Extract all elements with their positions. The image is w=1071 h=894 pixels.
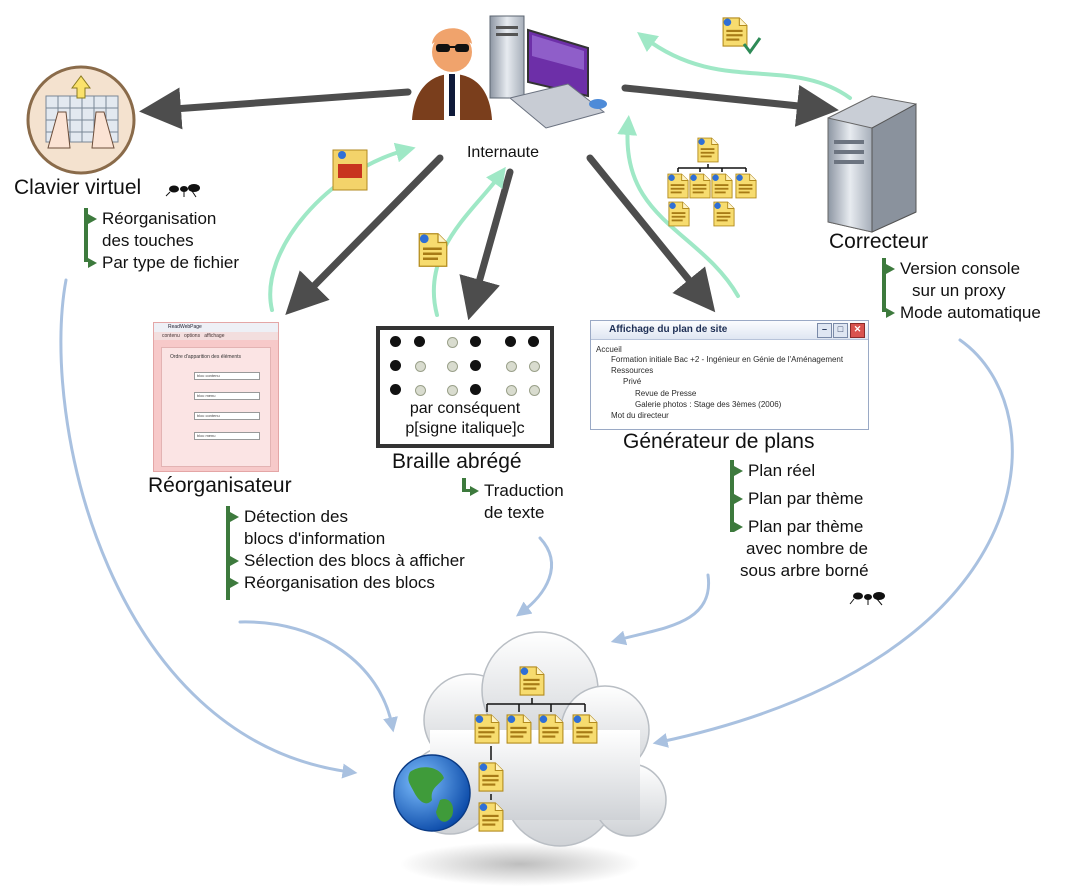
reorganisateur-feature-1: Détection des: [244, 507, 348, 526]
internaute-label: Internaute: [467, 144, 539, 161]
correcteur-feature-1: Version console: [900, 259, 1021, 278]
correcteur-feature-2: sur un proxy: [912, 281, 1006, 300]
clavier-feature-3: Par type de fichier: [102, 253, 240, 272]
server-tower-icon: [827, 95, 917, 233]
cloud-site-tree: [474, 666, 598, 832]
virtual-keyboard-icon: [26, 65, 136, 175]
blue-from-reorganisateur: [238, 620, 398, 733]
arrow-to-reorganisateur: [285, 154, 444, 315]
braille-feature-1: Traduction: [484, 481, 564, 500]
tree-item[interactable]: Mot du directeur: [611, 411, 669, 420]
reorganisateur-tabs: contenu options affichage: [154, 332, 278, 340]
user-sunglasses-icon: [412, 28, 492, 120]
clavier-features: Réorganisation des touches Par type de f…: [84, 208, 239, 274]
generateur-feature-2: Plan par thème: [748, 489, 864, 508]
clavier-label: Clavier virtuel: [14, 176, 142, 199]
arrow-to-clavier: [139, 87, 412, 130]
tree-item[interactable]: Privé: [623, 377, 642, 386]
block-select-2[interactable]: bloc menu: [194, 392, 260, 400]
clavier-feature-2: des touches: [102, 231, 194, 250]
site-tree-docs: [667, 137, 757, 227]
braille-card: par conséquent p[signe italique]c: [376, 326, 554, 448]
ant-icon: [849, 592, 885, 606]
blue-arrows: [59, 278, 1014, 779]
generateur-window: Affichage du plan de site – □ ✕ Accueil …: [590, 320, 869, 430]
arrow-to-correcteur: [621, 84, 839, 127]
reorganisateur-label: Réorganisateur: [148, 474, 292, 497]
tree-item[interactable]: Revue de Presse: [635, 389, 697, 398]
reorganisateur-feature-2: blocs d'information: [244, 529, 386, 548]
tree-item[interactable]: Ressources: [611, 366, 654, 375]
globe-icon: [393, 754, 471, 832]
generateur-feature-4: avec nombre de: [746, 539, 868, 558]
correcteur-feature-3: Mode automatique: [900, 303, 1041, 322]
cloud-shadow: [400, 842, 640, 886]
web-document-icon: [722, 17, 762, 55]
blue-from-clavier: [59, 278, 358, 779]
tab-contenu[interactable]: contenu: [162, 333, 180, 339]
reorganisateur-panel: Ordre d'apparition des éléments bloc con…: [161, 347, 271, 467]
generateur-feature-1: Plan réel: [748, 461, 816, 480]
web-document-icon: [418, 233, 448, 267]
correcteur-features: Version console sur un proxy Mode automa…: [882, 258, 1041, 324]
clavier-feature-1: Réorganisation: [102, 209, 217, 228]
tree-item[interactable]: Galerie photos : Stage des 3èmes (2006): [635, 400, 782, 409]
correcteur-label: Correcteur: [829, 230, 929, 253]
mint-from-reorganisateur: [268, 142, 416, 312]
mint-from-generateur: [617, 115, 740, 298]
close-button[interactable]: ✕: [850, 323, 865, 338]
mint-from-braille: [431, 166, 506, 317]
blue-from-generateur: [610, 573, 711, 646]
desktop-computer-icon: [489, 15, 607, 129]
reorganisateur-window: ReadWebPage contenu options affichage Or…: [153, 322, 279, 472]
blue-from-correcteur: [652, 338, 1014, 748]
generateur-label: Générateur de plans: [623, 430, 815, 453]
arrow-to-generateur: [586, 154, 716, 313]
minimize-button[interactable]: –: [817, 323, 832, 338]
braille-line-2: p[signe italique]c: [405, 420, 525, 437]
braille-feature-2: de texte: [484, 503, 545, 522]
tab-affichage[interactable]: affichage: [204, 333, 225, 339]
blue-from-braille: [515, 536, 553, 617]
tree-item[interactable]: Formation initiale Bac +2 - Ingénieur en…: [611, 355, 844, 364]
block-select-1[interactable]: bloc contenu: [194, 372, 260, 380]
block-select-3[interactable]: bloc contenu: [194, 412, 260, 420]
arrow-to-braille: [459, 168, 514, 321]
maximize-button[interactable]: □: [833, 323, 848, 338]
block-select-4[interactable]: bloc menu: [194, 432, 260, 440]
braille-features: Traduction de texte: [462, 478, 564, 524]
generateur-feature-5: sous arbre borné: [740, 561, 869, 580]
reorganisateur-features: Détection des blocs d'information Sélect…: [226, 506, 465, 600]
generateur-features: Plan réel Plan par thème Plan par thème …: [730, 460, 869, 582]
generateur-feature-3: Plan par thème: [748, 517, 864, 536]
tab-options[interactable]: options: [183, 333, 201, 339]
reorganisateur-feature-4: Réorganisation des blocs: [244, 573, 435, 592]
web-document-icon: [332, 149, 368, 191]
mint-from-correcteur: [637, 31, 852, 100]
reorganisateur-caption: Ordre d'apparition des éléments: [170, 354, 241, 360]
braille-line-1: par conséquent: [409, 400, 521, 417]
tree-item[interactable]: Accueil: [596, 345, 622, 354]
braille-label: Braille abrégé: [392, 450, 522, 473]
ant-icon: [165, 184, 200, 198]
mint-arrows: [268, 31, 852, 317]
reorganisateur-feature-3: Sélection des blocs à afficher: [244, 551, 465, 570]
generateur-window-title: Affichage du plan de site – □ ✕: [591, 321, 868, 340]
reorganisateur-window-title: ReadWebPage: [154, 323, 278, 332]
dark-arrows: [139, 84, 839, 321]
